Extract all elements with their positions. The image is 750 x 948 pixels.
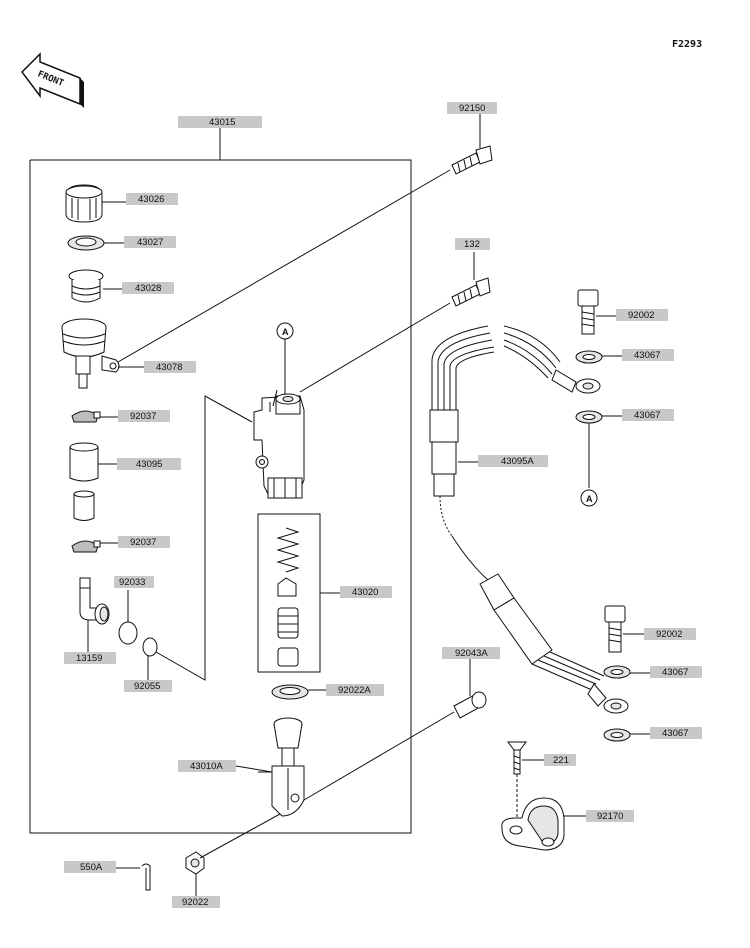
part-label-92055: 92055 xyxy=(134,681,160,692)
part-label-92022A: 92022A xyxy=(338,685,371,696)
washer-43067-upper-2: 43067 xyxy=(575,409,674,488)
part-label-43067-2: 43067 xyxy=(634,410,660,421)
part-label-43028: 43028 xyxy=(135,283,161,294)
clevis-pin: 92043A xyxy=(303,647,500,801)
circlip: 92033 xyxy=(114,576,154,645)
hose-clamp-92170: 92170 xyxy=(501,797,634,851)
push-rod-43010a: 43010A xyxy=(178,717,305,817)
piston-kit-43020: 43020 xyxy=(257,513,392,673)
washer-43067-lower-1: 43067 xyxy=(603,665,702,679)
part-label-92150: 92150 xyxy=(459,103,485,114)
banjo-bolt-lower: 92002 xyxy=(604,605,696,653)
brake-hose-43095a: 43095A xyxy=(429,325,629,714)
part-label-43010A: 43010A xyxy=(190,761,223,772)
part-label-221: 221 xyxy=(553,755,569,766)
banjo-bolt-upper: 92002 xyxy=(577,289,668,335)
part-label-43067-1: 43067 xyxy=(634,350,660,361)
part-label-43015: 43015 xyxy=(209,117,235,128)
part-label-43095A: 43095A xyxy=(501,456,534,467)
part-label-43078: 43078 xyxy=(156,362,182,373)
front-direction-arrow-icon: FRONT xyxy=(21,52,84,108)
washer-43067-lower-2: 43067 xyxy=(603,727,702,742)
part-label-13159: 13159 xyxy=(76,653,102,664)
connection-mark-a-cylinder: A xyxy=(276,322,294,394)
part-label-43020: 43020 xyxy=(352,587,378,598)
cotter-pin: 550A xyxy=(64,861,151,891)
master-cylinder-body xyxy=(253,389,305,499)
reservoir-plate: 43027 xyxy=(67,235,176,251)
svg-text:A: A xyxy=(282,327,289,337)
part-label-43027: 43027 xyxy=(137,237,163,248)
svg-text:A: A xyxy=(586,494,593,504)
part-label-43095: 43095 xyxy=(136,459,162,470)
reservoir-tank: 43078 xyxy=(61,318,196,389)
part-label-43026: 43026 xyxy=(138,194,164,205)
hose-clamp-lower: 92037 xyxy=(71,536,170,553)
part-label-92037-lower: 92037 xyxy=(130,537,156,548)
part-label-92170: 92170 xyxy=(597,811,623,822)
part-label-92043A: 92043A xyxy=(455,648,488,659)
part-label-43067-3: 43067 xyxy=(662,667,688,678)
washer-92022: 92022 xyxy=(172,813,281,908)
figure-code: F2293 xyxy=(672,39,702,50)
part-label-132: 132 xyxy=(464,239,480,250)
seal-92022a: 92022A xyxy=(271,684,384,700)
reservoir-bolt: 92150 xyxy=(117,102,497,363)
reservoir-diaphragm: 43028 xyxy=(68,269,174,303)
part-label-92037-upper: 92037 xyxy=(130,411,156,422)
clamp-screw: 221 xyxy=(507,741,576,824)
reservoir-cap: 43026 xyxy=(65,184,178,223)
part-label-550A: 550A xyxy=(80,862,103,873)
assembly-frame-43015: 43015 xyxy=(29,116,412,834)
cylinder-mount-bolt: 132 xyxy=(299,238,491,393)
connection-mark-a-hose: A xyxy=(580,489,598,507)
washer-43067-upper-1: 43067 xyxy=(575,349,674,364)
elbow-fitting: 13159 xyxy=(64,577,116,664)
o-ring: 92055 xyxy=(124,395,253,692)
part-label-92022: 92022 xyxy=(182,897,208,908)
part-label-92002-lower: 92002 xyxy=(656,629,682,640)
part-label-43067-4: 43067 xyxy=(662,728,688,739)
part-label-92002-upper: 92002 xyxy=(628,310,654,321)
hose-clamp-upper: 92037 xyxy=(71,410,170,423)
part-label-92033: 92033 xyxy=(119,577,145,588)
reservoir-hose: 43095 xyxy=(69,442,181,521)
